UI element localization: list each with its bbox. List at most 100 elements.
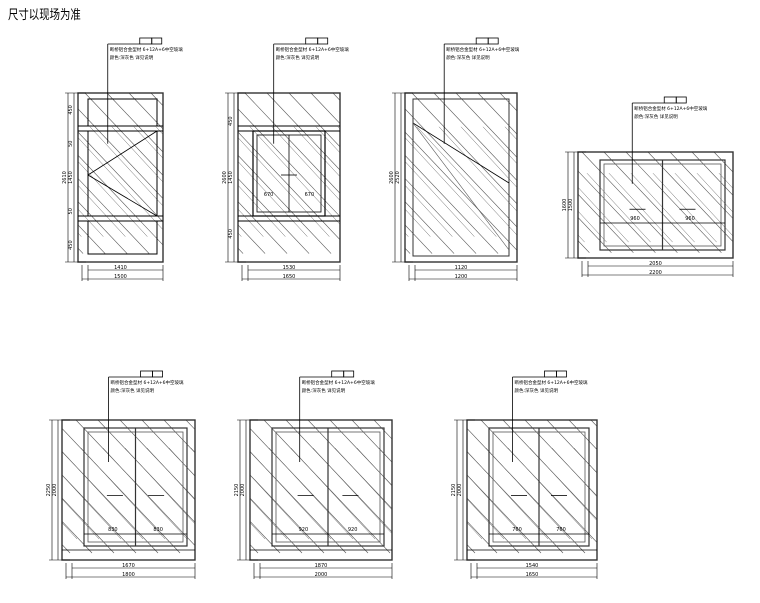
tag-box	[152, 370, 163, 378]
dim-width-outer: 1650	[283, 274, 296, 280]
hatch-line	[327, 420, 453, 553]
hatch-line	[69, 93, 221, 254]
tag-box	[151, 37, 163, 45]
hatch-line	[307, 420, 392, 510]
hatch-line	[250, 474, 310, 540]
hatch-line	[480, 420, 597, 543]
hatch-line	[0, 420, 48, 553]
hatch-line	[334, 447, 392, 511]
hatch-line	[118, 127, 219, 237]
hatch-line	[578, 193, 634, 253]
hatch-line	[467, 498, 505, 540]
hatch-line	[250, 520, 281, 554]
hatch-line	[115, 448, 199, 539]
dim-width-outer: 2200	[649, 270, 662, 276]
hatch-line	[75, 420, 195, 547]
material-note: 断桥铝合金型材 6+12A+6中空玻璃	[634, 105, 708, 112]
hatch-line	[669, 152, 733, 219]
hatch-line	[618, 448, 702, 539]
hatch-line	[250, 428, 369, 554]
hatch-line	[238, 208, 264, 237]
hatch-line	[405, 131, 517, 251]
tag-box	[663, 96, 677, 104]
dim-height-total: 2150	[234, 484, 240, 497]
hatch-line	[401, 448, 485, 539]
hatch-line	[84, 93, 163, 176]
hatch-line	[190, 447, 195, 453]
hatch-line	[250, 474, 325, 554]
hatch-line	[578, 217, 612, 253]
hatch-line	[674, 173, 733, 237]
hatch-line	[102, 447, 188, 540]
top-transom	[87, 98, 158, 127]
leaf-label: 920	[299, 527, 309, 533]
hatch-line	[293, 126, 340, 178]
hatch-line	[467, 451, 564, 554]
hatch-line	[106, 93, 163, 153]
dim-height-segment: 450	[68, 240, 74, 250]
hatch-line	[603, 152, 700, 253]
opening-indicator	[412, 122, 510, 184]
hatch-line	[581, 152, 678, 253]
dim-width-outer: 1500	[114, 274, 127, 280]
hatch-line	[467, 474, 542, 554]
dim-height-segment: 1450	[228, 171, 234, 184]
glass-hatch	[115, 420, 485, 554]
hatch-line	[467, 428, 586, 554]
leaf-label: 670	[305, 192, 315, 198]
hatch-line	[356, 447, 392, 487]
hatch-line	[249, 126, 340, 225]
hatch-line	[238, 131, 340, 241]
hatch-line	[0, 127, 59, 237]
hatch-line	[163, 420, 195, 454]
hatch-line	[460, 126, 517, 188]
hatch-line	[472, 152, 567, 253]
hatch-line	[455, 93, 517, 158]
dim-width-outer: 2000	[315, 572, 328, 578]
hatch-line	[405, 208, 431, 237]
outer-frame	[404, 92, 518, 263]
glass-hatch	[327, 420, 702, 554]
leaf-label: 760	[556, 527, 566, 533]
hatch-line	[159, 448, 243, 539]
material-note: 颜色:深灰色 详见说明	[515, 387, 559, 394]
hatch-line	[691, 152, 733, 196]
material-note: 断桥铝合金型材 6+12A+6中空玻璃	[276, 46, 350, 53]
hatch-line	[416, 126, 517, 236]
hatch-line	[529, 447, 597, 521]
hatch-line	[62, 544, 71, 554]
outer-frame	[249, 419, 393, 561]
leaf-label: 830	[108, 527, 118, 533]
hatch-line	[62, 428, 181, 554]
leaf-label: 960	[630, 216, 640, 222]
tag-box	[331, 370, 345, 378]
hatch-line	[0, 448, 11, 539]
dim-height-segment: 450	[228, 229, 234, 239]
hatch-line	[485, 447, 571, 540]
hatch-line	[354, 448, 438, 539]
hatch-line	[137, 448, 221, 539]
hatch-line	[578, 240, 590, 253]
drawing-note-title: 尺寸以现场为准	[8, 8, 81, 23]
hatch-line	[0, 93, 61, 254]
dim-width-inner: 1530	[283, 265, 296, 271]
hatch-line	[573, 447, 597, 474]
leaf-label: 830	[153, 527, 163, 533]
leaf-label: 960	[685, 216, 695, 222]
hatch-line	[590, 420, 597, 427]
dim-width-outer: 1800	[122, 572, 135, 578]
tag-box	[556, 370, 567, 378]
opening-indicator	[87, 130, 158, 176]
hatch-line	[271, 126, 340, 201]
dim-height-segment: 2000	[457, 484, 463, 497]
hatch-line	[62, 474, 122, 540]
material-note: 断桥铝合金型材 6+12A+6中空玻璃	[446, 46, 520, 53]
dim-height-segment: 2000	[52, 484, 58, 497]
hatch-line	[551, 447, 597, 498]
dim-height-segment: 50	[68, 141, 74, 147]
tag-box	[675, 96, 687, 104]
hatch-line	[467, 520, 498, 554]
